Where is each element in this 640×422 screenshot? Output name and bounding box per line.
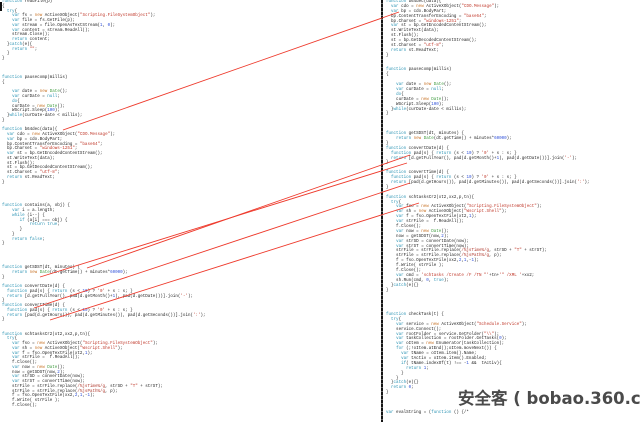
code-line: return "";	[12, 47, 38, 52]
code-line: var strSD = convertDate(now);	[12, 375, 85, 380]
code-line: {	[2, 4, 5, 9]
code-line: st.WriteText(data);	[2, 156, 55, 161]
code-line: var file = fs.GetFile(p);	[12, 19, 75, 23]
code-line: }	[2, 180, 5, 185]
code-line: }	[386, 391, 389, 396]
code-line: f = fso.OpenTextFile(xx2,2,1,-1);	[2, 394, 95, 399]
code-line: f.Write( strFile );	[2, 399, 60, 403]
code-line: WScript.Sleep(100);	[386, 102, 444, 107]
code-line: }catch(e){}	[386, 381, 419, 386]
code-line: try{	[7, 337, 18, 342]
code-line: curDate = new Date();	[2, 104, 65, 109]
code-line: var oItem = new Enumerator(taskCollectio…	[396, 342, 505, 347]
code-line: return content;	[12, 38, 50, 42]
code-line: var curDate = null;	[12, 95, 60, 99]
right-code-panel[interactable]: function b64dec(data){ var cdo = new Act…	[386, 0, 640, 422]
code-line: function pad(s) { return (s < 10) ? '0' …	[391, 151, 517, 156]
code-line: var tActiv = oItem.item().Enabled;	[401, 357, 487, 362]
code-line: var fso = new ActiveXObject("Scripting.F…	[12, 342, 158, 346]
code-line: }	[2, 232, 15, 237]
code-line: var cdo = new ActiveXObject("CDO.Message…	[391, 4, 500, 9]
code-line: bp.ContentTransferEncoding = "base64";	[2, 142, 103, 147]
code-line: f.Close();	[2, 361, 38, 365]
code-line: var date = new Date();	[396, 83, 452, 88]
code-line: }	[2, 228, 23, 232]
code-line: function readFile(p)	[2, 0, 53, 4]
code-line: }	[2, 118, 5, 123]
code-line: }	[2, 318, 5, 323]
code-line: function pausecomp(millis)	[2, 76, 68, 80]
code-line: bp.ContentTransferEncoding = "base64";	[386, 14, 487, 19]
code-line: var sh = new ActiveXObject("Wscript.Shel…	[12, 346, 123, 351]
code-line: function convertDate(d) {	[386, 146, 449, 151]
code-line: function getSDST(dt, minutes) {	[386, 132, 464, 137]
code-line: }catch(e){	[2, 42, 33, 47]
code-line: var tName = oItem.item().Name;	[401, 352, 477, 357]
code-line: var cdo = new ActiveXObject("CDO.Message…	[7, 133, 116, 137]
code-line: var strST = convertTime(now);	[12, 380, 85, 384]
code-line: try{	[7, 9, 18, 14]
code-line: return 1;	[406, 366, 429, 371]
code-line: }	[2, 57, 5, 61]
code-line: var service = new ActiveXObject("Schedul…	[396, 322, 527, 327]
code-line: curDate = new Date();	[386, 97, 449, 102]
code-line: WScript.Sleep(100);	[2, 109, 60, 114]
code-line: var strFile = f.ReadAll();	[12, 356, 80, 361]
code-line: }	[2, 275, 5, 280]
code-line: return new Date(dt.getTime() + minutes*6…	[396, 136, 512, 141]
code-line: var st = bp.GetEncodedContentStream();	[7, 152, 103, 156]
code-line: st.Charset = "utf-8";	[386, 44, 444, 49]
code-line: if( tName.indexOf(t) !== -1 && tActiv){	[401, 361, 502, 366]
code-line: service.Connect();	[386, 327, 442, 332]
code-line: st.Flush();	[386, 34, 419, 39]
code-line: bp.Charset = "windows-1251";	[386, 19, 462, 24]
code-line: var evalString = (function () {/*	[386, 410, 469, 415]
code-line: stream.Close();	[2, 33, 50, 38]
watermark: 安全客 ( bobao.360.cn )	[458, 389, 640, 408]
code-line: bp.Charset = "windows-1251";	[2, 147, 78, 152]
code-line: }	[386, 141, 389, 146]
code-line: var rootFolder = service.GetFolder("\\")…	[396, 332, 500, 337]
code-line: function b64dec(data){	[386, 0, 442, 4]
left-code-panel[interactable]: function readFile(p){ try{ var fs = new …	[2, 0, 380, 422]
code-line: for (;!oItem.atEnd();oItem.moveNext()) {	[396, 347, 497, 352]
code-line: var taskCollection = rootFolder.GetTasks…	[396, 337, 507, 342]
code-line: st.WriteText(data);	[386, 29, 439, 34]
code-line: return 0;	[391, 386, 414, 391]
code-line: do{	[12, 99, 20, 104]
code-line: var curDate = null;	[396, 88, 444, 93]
code-line: var bp = cdo.BodyPart;	[7, 137, 63, 142]
code-line: now = getSDST(now,2);	[2, 370, 65, 375]
code-line: }	[2, 299, 5, 304]
code-line: strFile = strFile.replace(/%jsTime%/g, s…	[2, 384, 163, 389]
code-line: var f = fso.OpenTextFile(xt2,1);	[12, 351, 93, 356]
code-line: }	[2, 242, 5, 247]
code-line: st.Flush();	[2, 161, 35, 166]
code-line: return st.ReadText;	[7, 175, 55, 180]
code-line: }	[386, 371, 404, 376]
panel-divider	[381, 0, 383, 422]
code-line: function schtasksCr2(xt2,xx2,p,tn){	[2, 332, 90, 337]
code-line: }	[2, 52, 10, 57]
code-line: }	[386, 376, 399, 381]
code-line: var now = new Date();	[12, 365, 65, 370]
code-line: strFile = strFile.replace(/%jsPath%/g, p…	[2, 389, 118, 394]
code-line: f.Close();	[2, 403, 38, 408]
code-line: function b64dec(data){	[2, 128, 58, 133]
panel-edge-tick	[0, 2, 2, 11]
code-line: {	[2, 80, 5, 85]
